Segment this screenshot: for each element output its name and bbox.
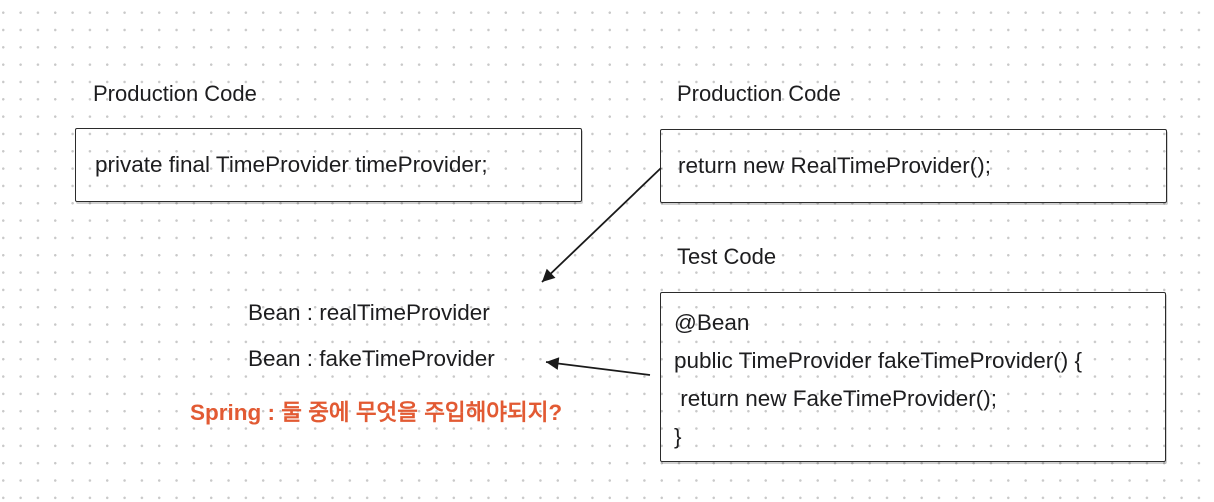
production-code-label-right: Production Code [677, 81, 841, 106]
real-provider-box: return new RealTimeProvider(); [660, 129, 1167, 203]
spring-question-text: Spring : 둘 중에 무엇을 주입해야되지? [190, 400, 563, 425]
fake-provider-code-line: return new FakeTimeProvider(); [674, 386, 998, 411]
fake-provider-box: @Bean public TimeProvider fakeTimeProvid… [660, 292, 1166, 462]
field-declaration-box: private final TimeProvider timeProvider; [75, 128, 582, 202]
field-declaration-code: private final TimeProvider timeProvider; [95, 152, 488, 177]
test-code-label: Test Code [677, 244, 777, 269]
fake-provider-code-line: @Bean [674, 310, 750, 335]
arrow-fake-provider [545, 357, 651, 376]
production-code-label-left: Production Code [93, 81, 257, 106]
fake-provider-code-line: } [674, 424, 682, 449]
fake-provider-code-line: public TimeProvider fakeTimeProvider() { [674, 348, 1083, 373]
real-provider-code: return new RealTimeProvider(); [678, 153, 992, 178]
bean-real-text: Bean : realTimeProvider [248, 300, 490, 325]
bean-fake-text: Bean : fakeTimeProvider [248, 346, 495, 371]
